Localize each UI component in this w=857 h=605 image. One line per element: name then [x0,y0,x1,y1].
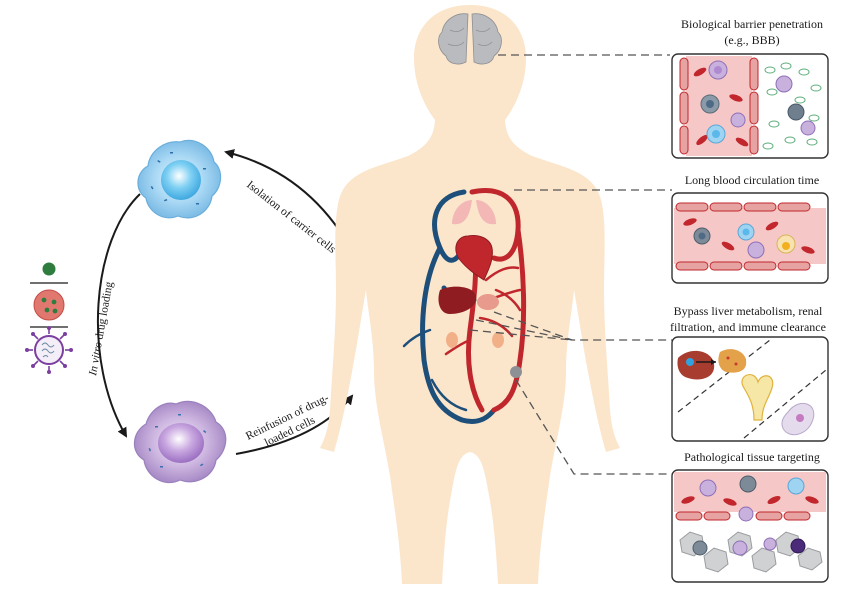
small-molecule-icon [42,262,56,276]
drug-loading-italic: In vitro [87,341,105,378]
panel-1-subtitle: (e.g., BBB) [724,33,779,47]
panel-titles: Biological barrier penetration (e.g., BB… [670,17,826,464]
nanoparticle-icon [33,289,65,321]
panel-1-title: Biological barrier penetration [681,17,823,31]
brain [438,13,502,65]
drug-loading-rest: drug loading [93,281,116,344]
drug-icons [25,262,73,374]
panel-bbb [671,53,829,159]
virus-icon [25,326,73,374]
panel-circulation [671,192,829,284]
panel-bypass [671,336,829,442]
connectors [469,54,672,475]
panel-2-title: Long blood circulation time [685,173,819,187]
human-body [320,5,620,584]
cell-cycle: Isolation of carrier cells Reinfusion of… [25,139,357,484]
panel-3-title: Bypass liver metabolism, renal [674,304,823,318]
panel-4-title: Pathological tissue targeting [684,450,820,464]
drug-loading-label: In vitro drug loading [87,281,116,378]
purple-drug-loaded-cell [133,400,227,484]
panel-3-subtitle: filtration, and immune clearance [670,320,826,334]
panel-targeting [671,469,829,583]
blue-carrier-cell [137,139,222,219]
drug-loading-arrow [96,193,141,438]
isolation-label: Isolation of carrier cells [244,179,338,256]
